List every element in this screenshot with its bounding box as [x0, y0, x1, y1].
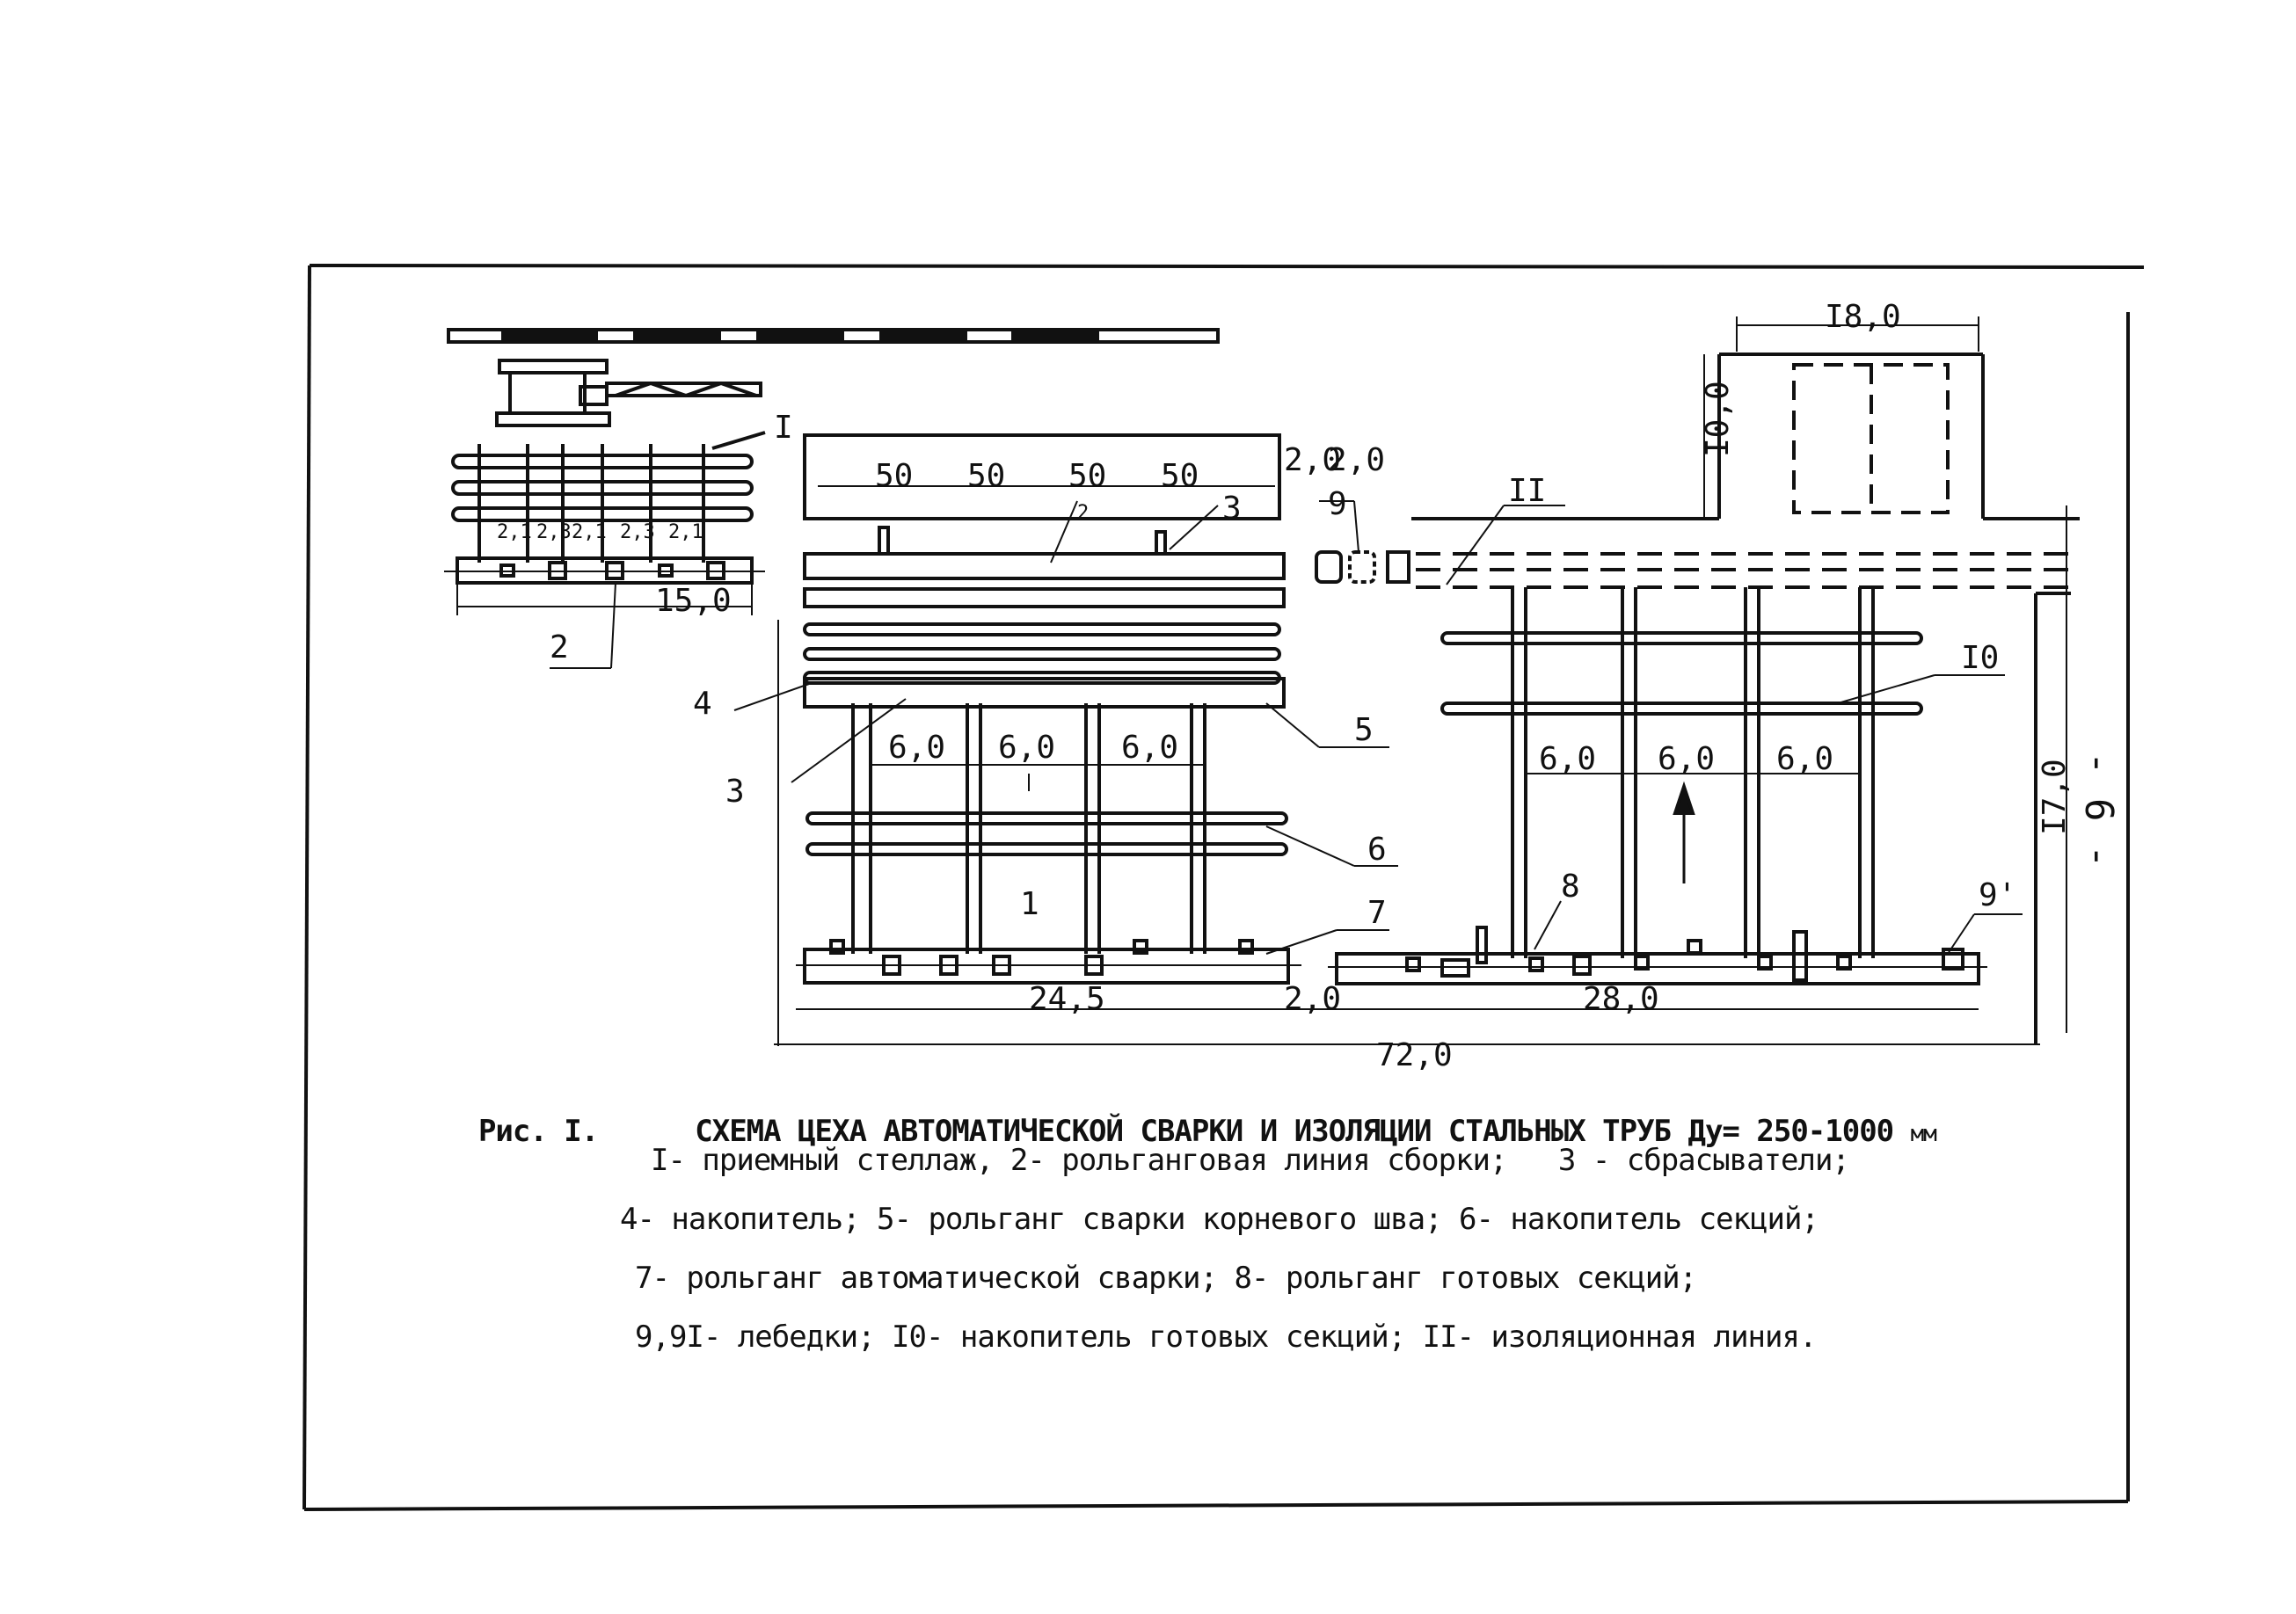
- legend-line-2: 4- накопитель; 5- рольганг сварки корнев…: [620, 1202, 1819, 1237]
- callout-11: II: [1508, 473, 1546, 509]
- dim-28-0: 28,0: [1583, 981, 1659, 1017]
- callout-3: 3: [1222, 491, 1242, 527]
- dim-72-0: 72,0: [1376, 1037, 1453, 1073]
- callout-10: I0: [1961, 640, 1999, 676]
- rack-dim-5: 2,1: [668, 521, 703, 543]
- dim-6-0-e: 6,0: [1658, 741, 1715, 777]
- legend-line-3: 7- рольганг автоматической сварки; 8- ро…: [635, 1261, 1697, 1296]
- callout-5: 5: [1354, 712, 1374, 748]
- leader-7: [1265, 929, 1338, 955]
- leader-4: [733, 683, 810, 711]
- dim-24-5: 24,5: [1029, 981, 1105, 1017]
- rack-dim-3: 2,1: [572, 521, 607, 543]
- section-posts: [851, 703, 1206, 954]
- dim-6-0-c: 6,0: [1121, 730, 1178, 766]
- callout-4: 4: [693, 686, 712, 722]
- dim-17-0: I7,0: [2037, 759, 2073, 835]
- leader-10: [1837, 674, 1935, 704]
- callout-1-lower: 1: [1020, 886, 1039, 922]
- winch-9: [1315, 550, 1343, 584]
- winch-9-alt: [1348, 550, 1376, 584]
- flow-arrow-head: [1673, 781, 1695, 815]
- page-number: - 6 -: [2076, 752, 2121, 869]
- accumulator: [803, 622, 1281, 685]
- rack-dim-2: 2,3: [536, 521, 572, 543]
- callout-6: 6: [1367, 832, 1387, 868]
- callout-8: 8: [1561, 869, 1580, 905]
- figure-label: Рис. I.: [477, 1114, 599, 1149]
- figure-title: СХЕМА ЦЕХА АВТОМАТИЧЕСКОЙ СВАРКИ И ИЗОЛЯ…: [695, 1114, 1894, 1149]
- frame-top: [309, 264, 2145, 269]
- middle-roller-line: [803, 500, 1286, 608]
- figure-caption: Рис. I. СХЕМА ЦЕХА АВТОМАТИЧЕСКОЙ СВАРКИ …: [444, 1079, 1937, 1149]
- dim-10-0: I0,0: [1700, 381, 1736, 457]
- leader-3b: [791, 698, 907, 783]
- root-weld-roller: [803, 677, 1286, 709]
- dim-6-0-f: 6,0: [1776, 741, 1833, 777]
- leader-8: [1534, 900, 1562, 950]
- dim-6-0-d: 6,0: [1539, 741, 1596, 777]
- rack-dim-1: 2,1: [497, 521, 532, 543]
- crane-rail: [447, 328, 1220, 344]
- assembly-roller-line: [444, 556, 765, 669]
- dim-15-0: 15,0: [655, 583, 732, 619]
- leader-6: [1265, 825, 1355, 867]
- callout-3-lower: 3: [725, 774, 745, 810]
- finished-sections-roller: [1328, 926, 1987, 985]
- dim-50-b: 50: [967, 458, 1005, 494]
- dim-2-0-a: 2,0: [1284, 442, 1341, 478]
- winch-block: [1386, 550, 1410, 584]
- leader-9b: [1353, 500, 1359, 553]
- auto-weld-roller: [796, 939, 1301, 985]
- receiving-rack: [451, 431, 766, 563]
- dim-50-d: 50: [1161, 458, 1199, 494]
- dim-50-c: 50: [1068, 458, 1106, 494]
- dim-2-0-b: 2,0: [1328, 442, 1385, 478]
- callout-2-left: 2: [550, 629, 569, 665]
- callout-9-prime: 9': [1979, 877, 2016, 913]
- leader-5: [1265, 702, 1320, 748]
- insulation-line: [1416, 552, 2075, 589]
- dim-50-a: 50: [875, 458, 913, 494]
- crane-truss: [495, 359, 762, 427]
- frame-bottom: [303, 1500, 2129, 1511]
- dim-2-0-bottom: 2,0: [1284, 981, 1341, 1017]
- dim-18-0: I8,0: [1825, 299, 1901, 335]
- dim-6-0-a: 6,0: [888, 730, 945, 766]
- dim-6-0-b: 6,0: [998, 730, 1055, 766]
- callout-2-middle: 2: [1077, 502, 1089, 524]
- legend-line-4: 9,9I- лебедки; I0- накопитель готовых се…: [635, 1320, 1817, 1355]
- callout-7: 7: [1367, 895, 1387, 931]
- leader-9p: [1947, 913, 1975, 955]
- legend-line-1: I- приемный стеллаж, 2- рольганговая лин…: [651, 1143, 1850, 1178]
- stock-area: [803, 433, 1281, 520]
- section-accumulator: [805, 811, 1288, 856]
- rack-dim-4: 2,3: [620, 521, 655, 543]
- figure-unit: мм: [1910, 1121, 1937, 1147]
- insulation-building: [1411, 353, 2080, 520]
- frame-left: [302, 265, 311, 1510]
- callout-1: I: [774, 410, 793, 446]
- callout-9: 9: [1328, 486, 1347, 522]
